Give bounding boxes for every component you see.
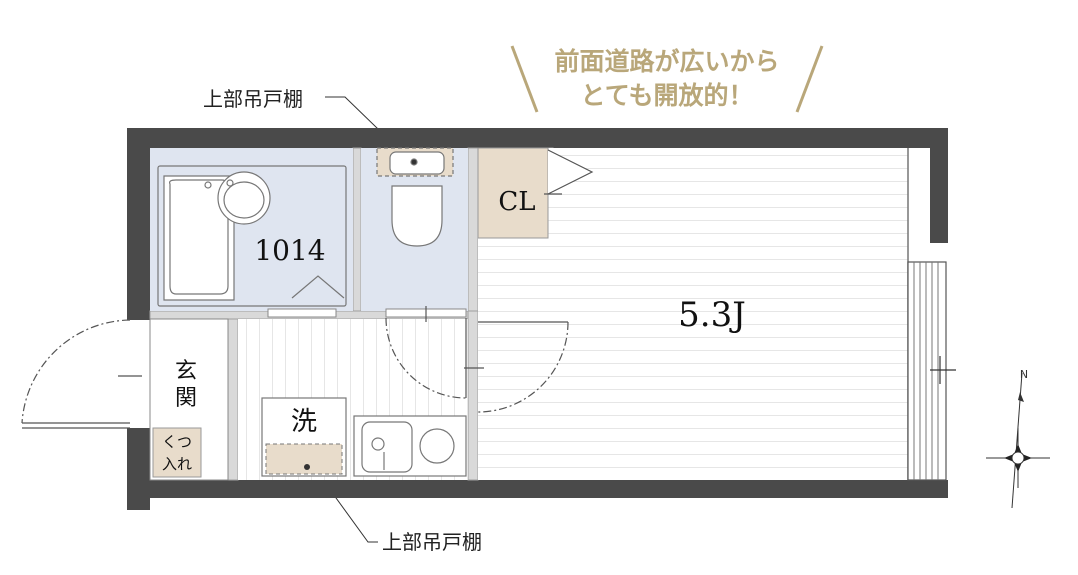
basin-inner-icon <box>223 181 265 219</box>
wall-top <box>116 128 948 243</box>
wall-toilet-living <box>467 147 479 312</box>
kitchen <box>353 415 467 477</box>
compass: N <box>986 368 1050 509</box>
washer-space <box>261 397 347 477</box>
shoe-cabinet-label-2: 入れ <box>162 455 192 473</box>
toilet-drain-icon <box>410 158 418 166</box>
compass-north-label: N <box>1020 368 1028 381</box>
wall-bottom <box>127 480 948 510</box>
compass-center-icon <box>1011 451 1025 465</box>
compass-arrow-icon <box>1018 392 1024 402</box>
callout-top: 上部吊戸棚 <box>203 87 411 161</box>
bath-frame <box>157 165 347 307</box>
bathroom-unit-label: 1014 <box>254 234 325 267</box>
bath-door <box>267 308 337 318</box>
wall-right-upper <box>930 148 948 243</box>
wall-left-upper <box>127 128 150 320</box>
callout-bottom: 上部吊戸棚 <box>306 457 482 554</box>
door-arrow-icon <box>291 275 345 299</box>
shoe-cabinet-label-1: くつ <box>162 433 192 451</box>
doors <box>21 149 594 429</box>
living-floor <box>478 148 908 480</box>
entrance-door-arc <box>21 319 131 424</box>
toilet-bowl-icon <box>391 185 443 247</box>
catch-slash-right <box>795 45 824 113</box>
catchphrase: 前面道路が広いから とても開放的！ <box>510 45 824 113</box>
faucet-icon-2 <box>226 179 234 187</box>
upper-cabinet-bottom <box>265 443 343 475</box>
washer-drain-icon <box>304 464 310 470</box>
catch-line-2: とても開放的！ <box>580 81 753 110</box>
wall-bath-toilet <box>352 147 362 312</box>
wall-right-lower <box>930 480 948 498</box>
washer-label: 洗 <box>291 407 317 437</box>
window-mullions <box>913 262 939 480</box>
sink-icon <box>361 421 413 473</box>
faucet-icon <box>204 181 212 189</box>
closet-door-icon <box>547 149 594 195</box>
catch-line-1: 前面道路が広いから <box>554 47 779 76</box>
catch-slash-left <box>510 45 539 113</box>
wall-entrance-divider <box>227 318 239 481</box>
stove-burner-icon <box>419 428 455 464</box>
closet-label: CL <box>498 187 535 217</box>
entrance-label-2: 関 <box>175 386 197 411</box>
living-door-arc <box>477 321 569 413</box>
toilet-door-arc <box>385 317 467 399</box>
shoe-cabinet <box>152 427 202 478</box>
wall-living-left-lower <box>467 310 479 481</box>
bathtub-icon <box>163 175 235 301</box>
toilet <box>376 147 454 247</box>
sink-drain-icon <box>371 437 385 451</box>
unit-bath <box>157 165 347 307</box>
callout-bottom-label: 上部吊戸棚 <box>382 530 482 554</box>
balcony-window <box>907 261 956 481</box>
outer-walls <box>116 128 948 510</box>
callout-top-label: 上部吊戸棚 <box>203 87 303 111</box>
living-label: 5.3J <box>678 295 746 335</box>
entrance-label-1: 玄 <box>175 359 197 384</box>
